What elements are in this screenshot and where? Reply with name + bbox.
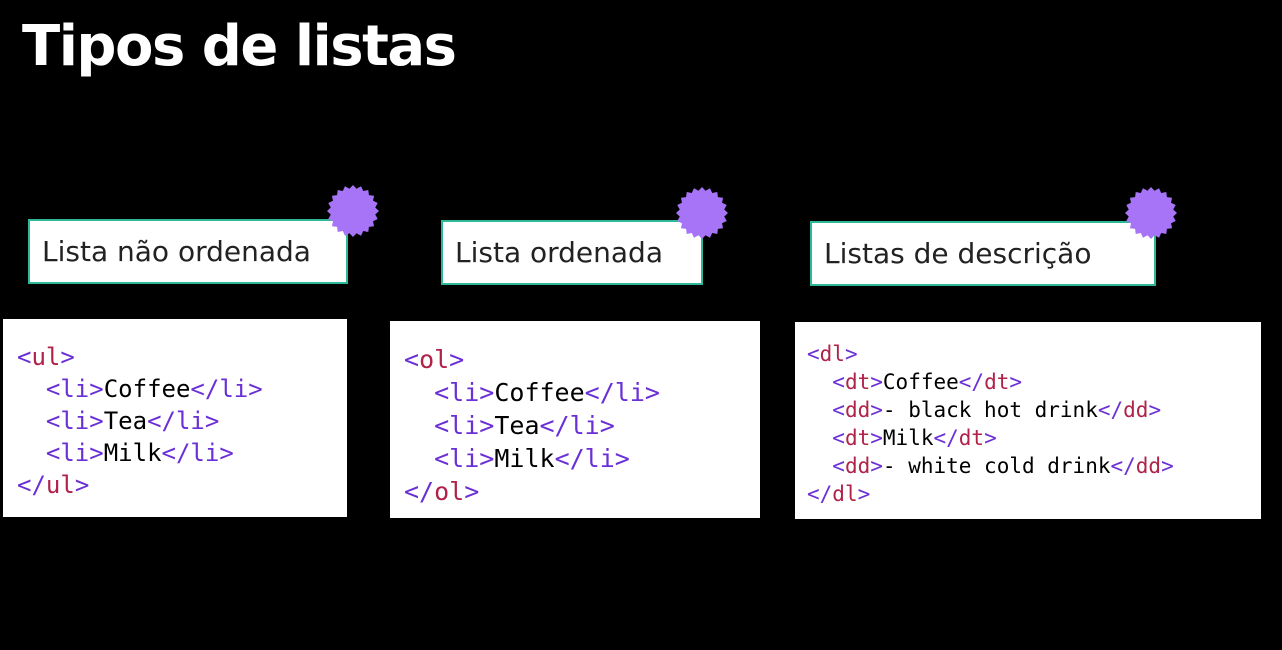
code-tag: <ul> [17,343,75,371]
code-line: <dl> [807,340,1261,368]
code-text: Tea [103,407,148,435]
code-tag: </dd> [1110,454,1174,478]
code-line: <ol> [404,343,760,376]
code-text: Milk [494,444,555,473]
label-lista-nao-ordenada: Lista não ordenada [28,219,348,284]
code-tag: <li> [434,411,495,440]
code-line: </ul> [17,469,347,501]
code-line: <li>Coffee</li> [404,376,760,409]
code-tag: </li> [584,378,660,407]
code-tag: <ol> [404,345,465,374]
code-line: <dt>Coffee</dt> [807,368,1261,396]
label-text: Lista ordenada [455,236,663,269]
code-tag: <dt> [832,370,883,394]
label-text: Listas de descrição [824,237,1092,270]
code-tag: </li> [539,411,615,440]
code-line: <dd>- black hot drink</dd> [807,396,1261,424]
code-tag: <li> [45,439,104,467]
code-text: Milk [882,426,934,450]
code-tag: </dt> [933,426,997,450]
code-tag: <li> [434,444,495,473]
code-tag: </li> [554,444,630,473]
code-line: <li>Milk</li> [17,437,347,469]
code-tag: <dd> [832,398,883,422]
code-tag: </li> [190,375,263,403]
label-lista-ordenada: Lista ordenada [441,220,703,285]
scalloped-badge-icon [327,185,379,237]
label-listas-de-descricao: Listas de descrição [810,221,1156,286]
code-tag: <li> [45,375,104,403]
code-line: <li>Milk</li> [404,442,760,475]
code-text: - white cold drink [882,454,1111,478]
code-tag: </dd> [1097,398,1162,422]
code-line: <ul> [17,341,347,373]
code-text: Coffee [103,375,191,403]
code-line: <li>Tea</li> [17,405,347,437]
code-text: Coffee [494,378,585,407]
code-tag: </dt> [958,370,1023,394]
label-text: Lista não ordenada [42,235,311,268]
code-tag: </dl> [807,482,871,506]
code-panel-dl: <dl> <dt>Coffee</dt> <dd>- black hot dri… [795,322,1261,519]
code-tag: </li> [147,407,220,435]
code-text: Milk [103,439,162,467]
code-line: </ol> [404,475,760,508]
code-panel-ol: <ol> <li>Coffee</li> <li>Tea</li> <li>Mi… [390,321,760,518]
code-line: <dd>- white cold drink</dd> [807,452,1261,480]
scalloped-badge-icon [1125,187,1177,239]
code-tag: </ol> [404,477,480,506]
code-text: Tea [494,411,540,440]
code-panel-ul: <ul> <li>Coffee</li> <li>Tea</li> <li>Mi… [3,319,347,517]
code-line: <dt>Milk</dt> [807,424,1261,452]
code-tag: <li> [45,407,104,435]
code-text: Coffee [882,370,959,394]
code-tag: <li> [434,378,495,407]
code-line: <li>Tea</li> [404,409,760,442]
code-tag: <dt> [832,426,883,450]
code-line: </dl> [807,480,1261,508]
code-tag: </li> [161,439,234,467]
code-tag: </ul> [17,471,90,499]
scalloped-badge-icon [676,187,728,239]
code-line: <li>Coffee</li> [17,373,347,405]
slide-title: Tipos de listas [22,14,457,79]
code-tag: <dl> [807,342,858,366]
code-tag: <dd> [832,454,883,478]
code-text: - black hot drink [882,398,1098,422]
